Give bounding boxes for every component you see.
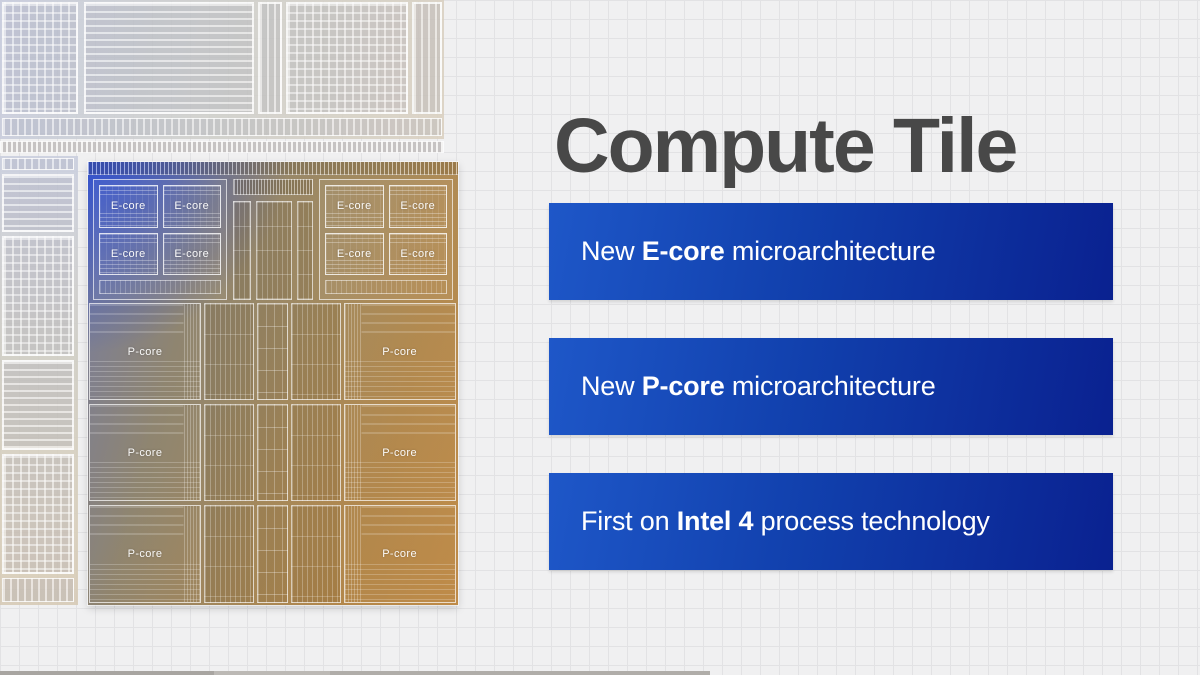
e-core-quad-left: E-core E-core E-core E-core [93,179,227,300]
background-die-block [412,2,442,114]
banner-intel-4-text: First on Intel 4 process technology [581,506,990,536]
ring-column [257,303,288,400]
p-core-label: P-core [127,446,163,459]
p-core-block: P-core [344,404,456,501]
die-top-io-band [88,162,458,175]
e-core-tile: E-core [325,185,384,228]
e-core-label: E-core [336,247,372,260]
e-core-tile: E-core [325,232,384,275]
fabric-column [233,201,251,300]
e-core-tile: E-core [99,185,158,228]
cache-column [291,303,341,400]
background-die-block [2,118,442,136]
background-die-block [286,2,408,114]
background-die-block [2,158,74,170]
cache-column [204,303,254,400]
e-core-label: E-core [174,200,210,213]
p-core-label: P-core [382,446,418,459]
p-core-row: P-core P-core [88,505,458,603]
ring-column [257,505,288,603]
fabric-column [256,201,292,300]
background-die-block [84,2,254,114]
cache-column [291,505,341,603]
background-die-ruler-band [0,141,444,153]
p-core-block: P-core [89,505,201,603]
e-core-tile: E-core [162,185,221,228]
p-core-label: P-core [127,345,163,358]
cache-column [204,404,254,501]
background-die-block [258,2,282,114]
banner-intel-4: First on Intel 4 process technology [549,473,1113,570]
p-core-label: P-core [382,548,418,560]
e-core-label: E-core [400,247,436,260]
bottom-die-strip [0,671,710,675]
e-core-tile: E-core [388,232,447,275]
cache-column [291,404,341,501]
banner-p-core: New P-core microarchitecture [549,338,1113,435]
e-core-label: E-core [174,247,210,260]
p-core-row: P-core P-core [88,303,458,400]
e-core-tile: E-core [99,232,158,275]
cache-column [204,505,254,603]
l2-cache-bar [325,280,447,294]
p-core-block: P-core [89,404,201,501]
background-die-block [2,360,74,450]
banner-e-core-text: New E-core microarchitecture [581,236,936,266]
background-die-left-column [0,156,78,605]
background-die-block [2,236,74,356]
e-core-label: E-core [110,200,146,213]
p-core-label: P-core [127,548,163,560]
background-die-block [2,2,78,114]
e-core-tile: E-core [388,185,447,228]
p-core-block: P-core [89,303,201,400]
e-core-tile: E-core [162,232,221,275]
e-core-label: E-core [336,200,372,213]
e-core-label: E-core [400,200,436,213]
banner-e-core: New E-core microarchitecture [549,203,1113,300]
p-core-row: P-core P-core [88,404,458,501]
fabric-column [297,201,313,300]
p-core-block: P-core [344,303,456,400]
background-die-block [2,578,74,602]
e-core-quad-right: E-core E-core E-core E-core [319,179,453,300]
p-core-block: P-core [344,505,456,603]
l2-cache-bar [99,280,221,294]
page-title: Compute Tile [554,102,1018,189]
ring-column [257,404,288,501]
compute-tile-die: E-core E-core E-core E-core E-core E-cor… [87,161,459,606]
background-die-block [2,174,74,232]
p-core-label: P-core [382,345,418,358]
e-core-label: E-core [110,247,146,260]
background-die-block [2,454,74,574]
fabric-cap-block [233,179,313,195]
banner-p-core-text: New P-core microarchitecture [581,371,936,401]
background-die-top [0,0,444,139]
e-core-tile-grid: E-core E-core E-core E-core [99,185,221,275]
e-core-tile-grid: E-core E-core E-core E-core [325,185,447,275]
